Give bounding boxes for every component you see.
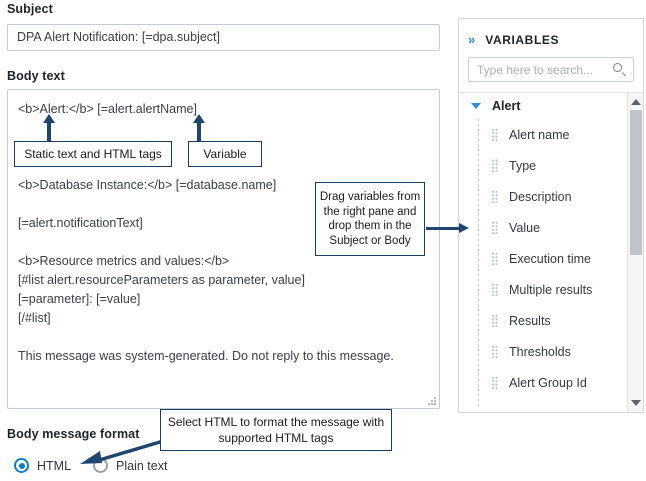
radio-option-html[interactable]: HTML xyxy=(14,458,71,473)
body-text-line: [=alert.notificationText] xyxy=(18,216,143,230)
variable-item-label: Results xyxy=(509,313,551,328)
variables-group-label: Alert xyxy=(492,99,521,113)
drag-handle-icon[interactable] xyxy=(491,128,498,141)
callout-html-format: Select HTML to format the message with s… xyxy=(160,409,392,451)
search-icon[interactable] xyxy=(613,62,627,77)
email-template-editor: Subject DPA Alert Notification: [=dpa.su… xyxy=(7,2,469,473)
variable-item-label: Type xyxy=(509,158,537,173)
variable-item[interactable]: Alert Group Id xyxy=(459,367,643,398)
radio-indicator[interactable] xyxy=(14,458,29,473)
variable-item[interactable]: Results xyxy=(459,305,643,336)
radio-label: Plain text xyxy=(116,458,168,473)
variable-item[interactable]: Thresholds xyxy=(459,336,643,367)
variables-panel-header: » VARIABLES xyxy=(459,19,643,93)
variable-item-label: Thresholds xyxy=(509,344,571,359)
body-text-line xyxy=(18,119,439,138)
variable-item[interactable]: Value xyxy=(459,212,643,243)
body-text-line: [/#list] xyxy=(18,311,51,325)
variable-item-label: Multiple results xyxy=(509,282,593,297)
body-text-line: This message was system-generated. Do no… xyxy=(18,349,394,363)
tree-guide-line xyxy=(478,119,479,408)
body-text-label: Body text xyxy=(7,69,65,83)
variables-search-box[interactable] xyxy=(468,57,634,82)
body-text-line: [#list alert.resourceParameters as param… xyxy=(18,273,305,287)
variables-group-alert[interactable]: Alert xyxy=(459,93,643,119)
drag-handle-icon[interactable] xyxy=(491,283,498,296)
drag-handle-icon[interactable] xyxy=(491,376,498,389)
callout-drag-variables: Drag variables from the right pane and d… xyxy=(315,182,425,256)
subject-label: Subject xyxy=(7,2,53,16)
variable-item-label: Value xyxy=(509,220,541,235)
callout-static-text: Static text and HTML tags xyxy=(14,141,172,167)
caret-down-icon[interactable] xyxy=(471,103,481,109)
drag-handle-icon[interactable] xyxy=(491,345,498,358)
arrow-to-html-radio-icon xyxy=(80,437,171,464)
body-text-line: [=parameter]: [=value] xyxy=(18,292,141,306)
variables-search-input[interactable] xyxy=(469,58,613,81)
variable-item-label: Alert name xyxy=(509,127,570,142)
variable-item[interactable]: Description xyxy=(459,181,643,212)
subject-input[interactable]: DPA Alert Notification: [=dpa.subject] xyxy=(7,24,440,51)
drag-handle-icon[interactable] xyxy=(491,159,498,172)
variables-panel-title: VARIABLES xyxy=(485,32,560,47)
callout-variable: Variable xyxy=(188,141,262,167)
variable-item[interactable]: Type xyxy=(459,150,643,181)
variable-item[interactable]: Multiple results xyxy=(459,274,643,305)
arrow-right-drag-icon xyxy=(426,223,469,233)
scrollbar-thumb[interactable] xyxy=(630,110,642,255)
radio-label: HTML xyxy=(37,458,72,473)
variable-item-label: Description xyxy=(509,189,572,204)
variable-item-label: Alert Group Id xyxy=(509,375,587,390)
arrow-up-static-text-icon xyxy=(43,114,55,142)
drag-handle-icon[interactable] xyxy=(491,221,498,234)
drag-handle-icon[interactable] xyxy=(491,190,498,203)
variables-scrollbar[interactable] xyxy=(627,93,643,412)
variable-item-label: Execution time xyxy=(509,251,591,266)
variable-item[interactable]: Alert name xyxy=(459,119,643,150)
arrow-up-variable-icon xyxy=(193,114,205,142)
body-message-format-label: Body message format xyxy=(7,427,140,441)
drag-handle-icon[interactable] xyxy=(491,314,498,327)
body-text-content: <b>Alert:</b> [=alert.alertName] <b>Data… xyxy=(8,90,439,366)
drag-handle-icon[interactable] xyxy=(491,252,498,265)
scroll-down-arrow-icon[interactable] xyxy=(631,400,641,406)
resize-handle-icon[interactable] xyxy=(428,397,437,406)
scroll-up-arrow-icon[interactable] xyxy=(631,99,641,105)
double-chevron-right-icon[interactable]: » xyxy=(468,32,475,47)
body-text-line: <b>Database Instance:</b> [=database.nam… xyxy=(18,178,277,192)
variables-panel: » VARIABLES Alert Alert nameTypeDescript… xyxy=(458,18,644,413)
body-text-line: <b>Resource metrics and values:</b> xyxy=(18,254,230,268)
body-text-line xyxy=(18,328,439,347)
variable-item[interactable]: Execution time xyxy=(459,243,643,274)
body-text-line: <b>Alert:</b> [=alert.alertName] xyxy=(18,102,197,116)
